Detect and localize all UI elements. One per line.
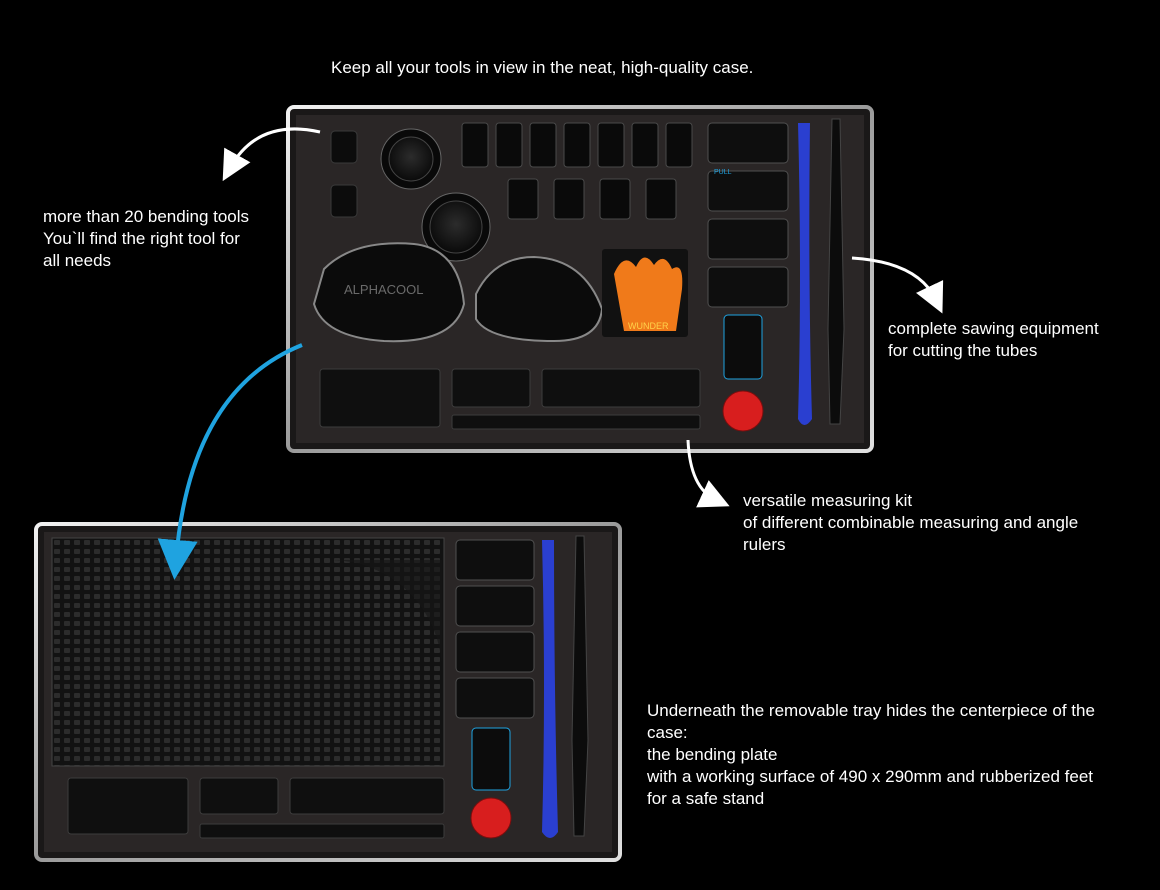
round-lid-small <box>380 128 442 190</box>
tube-cutter <box>723 314 763 380</box>
pipe-cutter-holders <box>707 122 789 308</box>
pull-tag: PULL <box>714 169 732 176</box>
caption-line: rulers <box>743 535 786 554</box>
caption-line: for cutting the tubes <box>888 341 1038 360</box>
caption-line: the bending plate <box>647 745 778 764</box>
round-lid-large <box>421 192 491 262</box>
arrow-sawing <box>851 256 944 314</box>
case-top-photo: ALPHACOOL WUNDER PULL <box>286 105 874 453</box>
arrow-measuring <box>686 439 730 508</box>
caption-line: case: <box>647 723 688 742</box>
work-glove: WUNDER <box>602 249 688 337</box>
clamp-pieces <box>330 130 358 218</box>
bending-plate <box>51 537 445 767</box>
bottom-compartments <box>319 368 701 430</box>
lid-logo: ALPHACOOL <box>344 282 423 297</box>
chamfer-tool <box>470 797 512 839</box>
caption-line: with a working surface of 490 x 290mm an… <box>647 767 1094 786</box>
caption-line: all needs <box>43 251 112 270</box>
caption-case-overview: Keep all your tools in view in the neat,… <box>331 58 754 77</box>
caption-line: complete sawing equipment <box>888 319 1099 338</box>
bending-plate-box-left: ALPHACOOL <box>312 242 466 343</box>
caption-sawing-equipment: complete sawing equipment for cutting th… <box>888 318 1099 362</box>
arrow-to-bending-plate <box>157 343 303 580</box>
blue-saw-blade <box>798 123 812 425</box>
caption-line: Underneath the removable tray hides the … <box>647 701 1095 720</box>
blue-saw-blade <box>542 540 558 838</box>
pipe-cutter-holders <box>455 539 535 719</box>
arrow-bending-tools <box>222 127 321 182</box>
caption-bending-plate: Underneath the removable tray hides the … <box>647 700 1095 810</box>
glove-brand: WUNDER <box>628 321 669 331</box>
caption-line: You`ll find the right tool for <box>43 229 240 248</box>
saw-handle <box>571 535 589 837</box>
caption-line: versatile measuring kit <box>743 491 913 510</box>
bottom-compartments <box>67 777 445 839</box>
caption-line: of different combinable measuring and an… <box>743 513 1079 532</box>
case-bottom-photo <box>34 522 622 862</box>
caption-line: for a safe stand <box>647 789 765 808</box>
chamfer-tool <box>722 390 764 432</box>
caption-bending-tools: more than 20 bending tools You`ll find t… <box>43 206 249 272</box>
plate-arc-section <box>332 560 442 670</box>
bending-tools-row <box>461 122 693 220</box>
bending-plate-box-right <box>475 255 604 343</box>
saw-handle <box>827 118 845 425</box>
tube-cutter <box>471 727 511 791</box>
caption-line: more than 20 bending tools <box>43 207 250 226</box>
caption-measuring-kit: versatile measuring kit of different com… <box>743 490 1078 556</box>
